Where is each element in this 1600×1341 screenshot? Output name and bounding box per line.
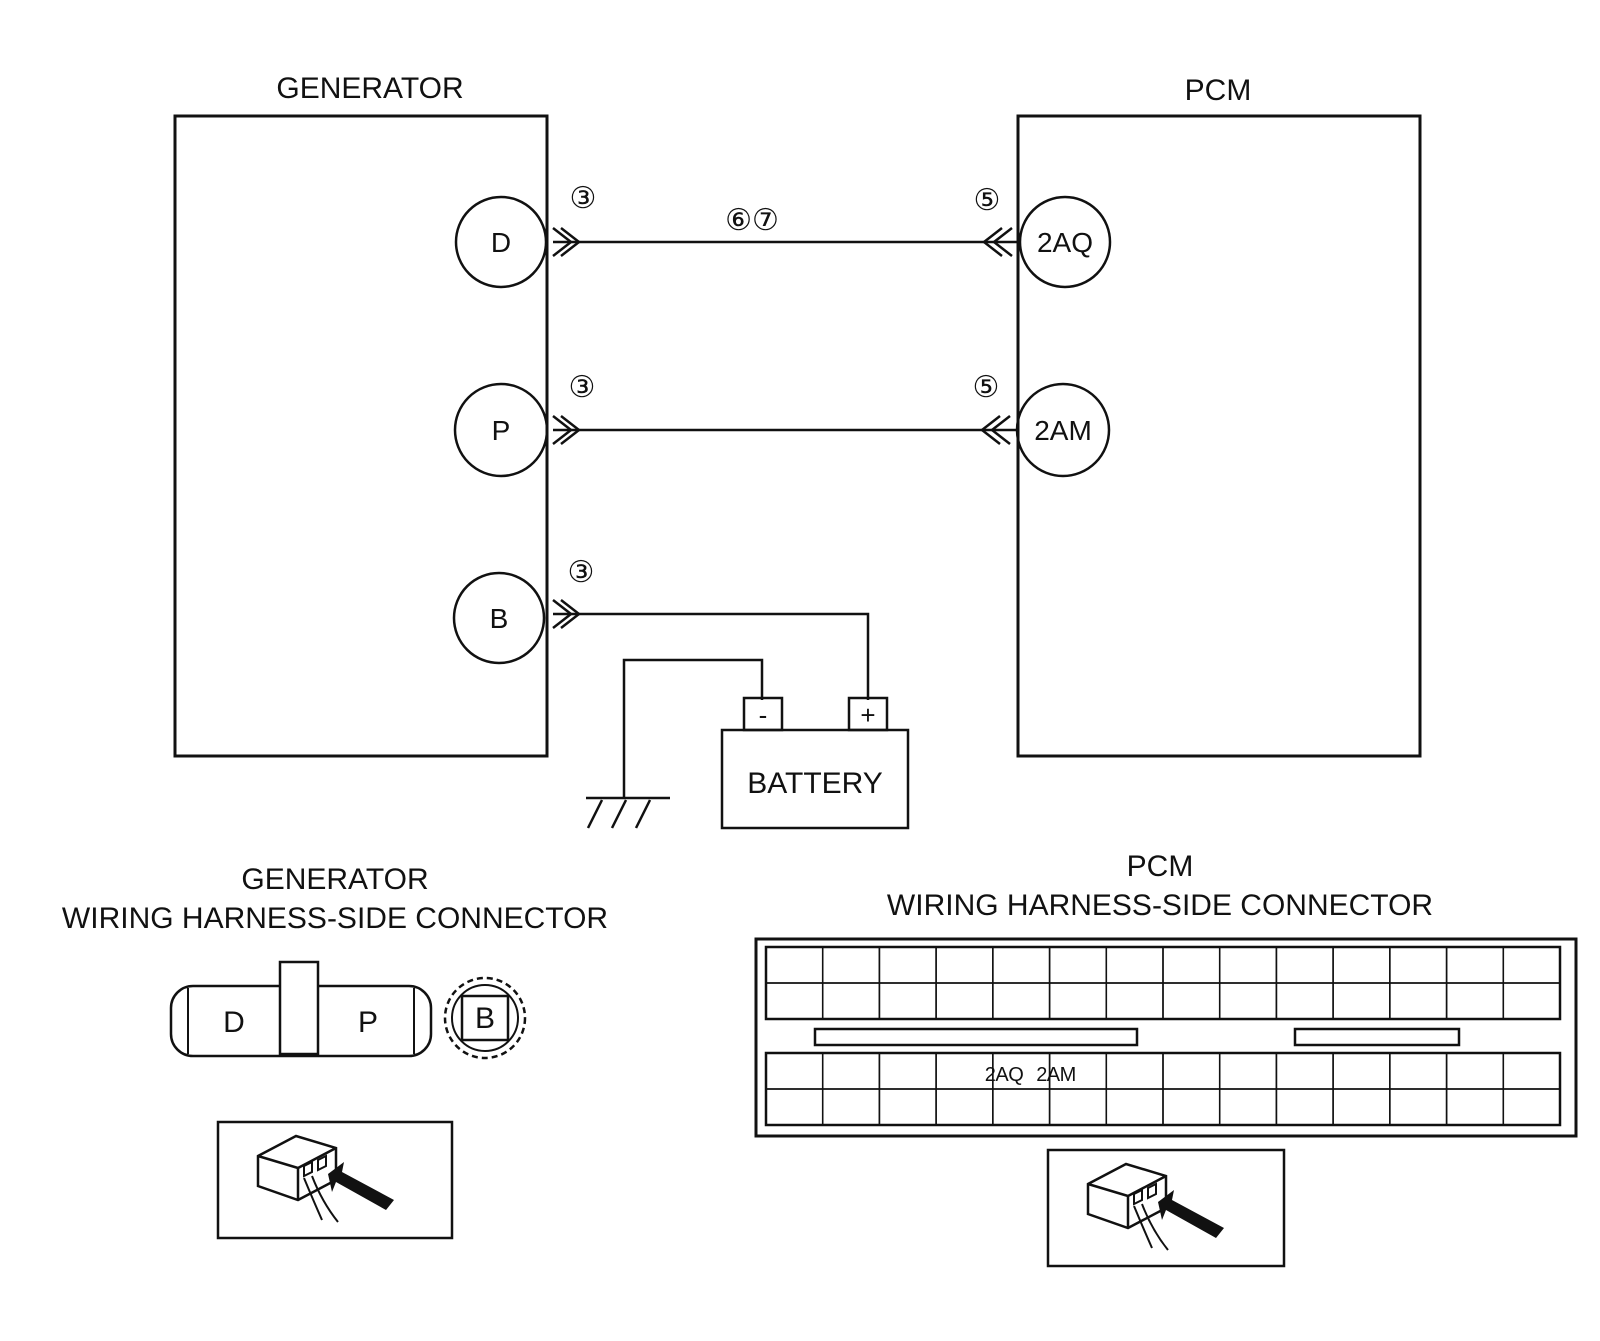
pcm-connector-pin-cell [1502,946,1561,984]
pcm-connector-pin-grid [765,946,1561,1126]
pcm-connector-pin-cell [1162,946,1221,984]
connector-symbol-gen-p [552,415,582,445]
pcm-connector-pin-cell [1445,946,1505,984]
battery-body [720,728,910,830]
pcm-terminal-2aq-label: 2AQ [1037,227,1093,258]
generator-b-terminal-connector [443,976,527,1060]
generator-terminal-b-label: B [490,603,509,634]
pcm-harness-connector [754,937,1578,1138]
pcm-connector-pin-cell [1275,1052,1334,1090]
pcm-connector-pin-cell [1218,1052,1278,1090]
pcm-connector-title-line1: PCM [1127,850,1194,883]
pcm-connector-pin-cell [1162,982,1221,1020]
pcm-connector-pin-2am: 2AM [1036,1064,1076,1086]
pcm-title: PCM [1185,74,1252,107]
step-marker-pcm-2aq: ⑤ [974,184,1001,217]
pcm-connector-pin-cell [1445,982,1505,1020]
pcm-connector-pin-cell [1105,1088,1164,1126]
pcm-connector-pin-cell [1389,946,1448,984]
wire-b-battery-positive [553,612,870,700]
pcm-connector-pin-cell [1162,1052,1221,1090]
pcm-connector-pin-cell [935,946,994,984]
connector-symbol-gen-d [552,227,582,257]
ground-icon [586,796,670,829]
gen-connector-pin-b: B [475,1002,495,1035]
connector-symbol-gen-b [552,599,582,629]
pcm-connector-pin-cell [1389,1052,1448,1090]
pcm-terminal-2am-label: 2AM [1034,415,1092,446]
probe-arrow-icon [1158,1190,1224,1238]
pcm-connector-pin-cell [765,946,824,984]
pcm-connector-pin-cell [821,1052,881,1090]
wire-battery-negative-ground [622,658,764,798]
pcm-connector-pin-cell [878,1052,937,1090]
pcm-connector-pin-cell [1218,946,1278,984]
connector-symbol-pcm-2am [979,415,1011,445]
pcm-connector-title-line2: WIRING HARNESS-SIDE CONNECTOR [887,889,1433,922]
pcm-connector-pin-cell [1105,946,1164,984]
pcm-connector-pin-cell [878,982,937,1020]
pcm-connector-pin-cell [1502,1052,1561,1090]
pcm-connector-pin-cell [1332,1088,1391,1126]
battery-negative-label: - [759,700,768,730]
pcm-connector-pin-cell [935,982,994,1020]
pcm-connector-pin-cell [1048,982,1108,1020]
generator-terminal-b [452,571,546,665]
pcm-connector-pin-cell [1332,1052,1391,1090]
pcm-connector-pin-cell [821,982,881,1020]
pcm-connector-pin-cell [878,1088,937,1126]
pcm-connector-pin-cell [821,1088,881,1126]
pcm-connector-pin-cell [1275,946,1334,984]
pcm-connector-pin-cell [1162,1088,1221,1126]
pcm-connector-pin-cell [935,1088,994,1126]
pcm-connector-pin-cell [1275,1088,1334,1126]
pcm-connector-pin-2aq: 2AQ [985,1064,1024,1086]
pcm-connector-pin-cell [1048,946,1108,984]
probe-arrow-icon [328,1162,394,1210]
gen-connector-pin-p: P [358,1006,378,1039]
pcm-connector-pin-cell [1218,1088,1278,1126]
pcm-connector-pin-cell [765,1088,824,1126]
pcm-connector-pin-cell [992,1088,1051,1126]
step-marker-wire-d: ⑥⑦ [725,204,779,237]
pcm-connector-pin-cell [765,982,824,1020]
generator-title: GENERATOR [276,72,463,105]
battery-label: BATTERY [747,767,883,800]
pcm-connector-pin-cell [992,946,1051,984]
generator-harness-connector [169,960,433,1058]
step-marker-pcm-2am: ⑤ [973,371,1000,404]
connector-probe-icon [1046,1148,1286,1268]
generator-terminal-d [454,195,548,289]
battery-positive-label: + [860,700,875,730]
pcm-connector-pin-cell [1502,1088,1561,1126]
pcm-connector-pin-cell [1275,982,1334,1020]
step-marker-gen-b: ③ [568,556,595,589]
pcm-connector-pin-cell [821,946,881,984]
gen-connector-title-line1: GENERATOR [241,863,428,896]
step-marker-gen-d: ③ [570,182,597,215]
pcm-connector-pin-cell [1048,1088,1108,1126]
pcm-connector-pin-cell [1445,1088,1505,1126]
gen-connector-pin-d: D [223,1006,245,1039]
pcm-connector-pin-cell [1389,1088,1448,1126]
generator-terminal-d-label: D [491,227,511,258]
generator-terminal-p [453,382,549,478]
pcm-connector-pin-cell [1389,982,1448,1020]
generator-terminal-p-label: P [492,415,511,446]
gen-connector-title-line2: WIRING HARNESS-SIDE CONNECTOR [62,902,608,935]
pcm-connector-pin-cell [1332,982,1391,1020]
pcm-connector-pin-cell [878,946,937,984]
pcm-connector-pin-cell [1105,982,1164,1020]
pcm-connector-pin-cell [1332,946,1391,984]
connector-probe-icon [216,1120,454,1240]
step-marker-gen-p: ③ [569,371,596,404]
connector-symbol-pcm-2aq [981,227,1013,257]
pcm-connector-pin-cell [765,1052,824,1090]
pcm-connector-pin-cell [992,982,1051,1020]
pcm-connector-pin-cell [1445,1052,1505,1090]
pcm-connector-pin-cell [1502,982,1561,1020]
pcm-connector-pin-cell [1105,1052,1164,1090]
pcm-connector-pin-cell [1218,982,1278,1020]
